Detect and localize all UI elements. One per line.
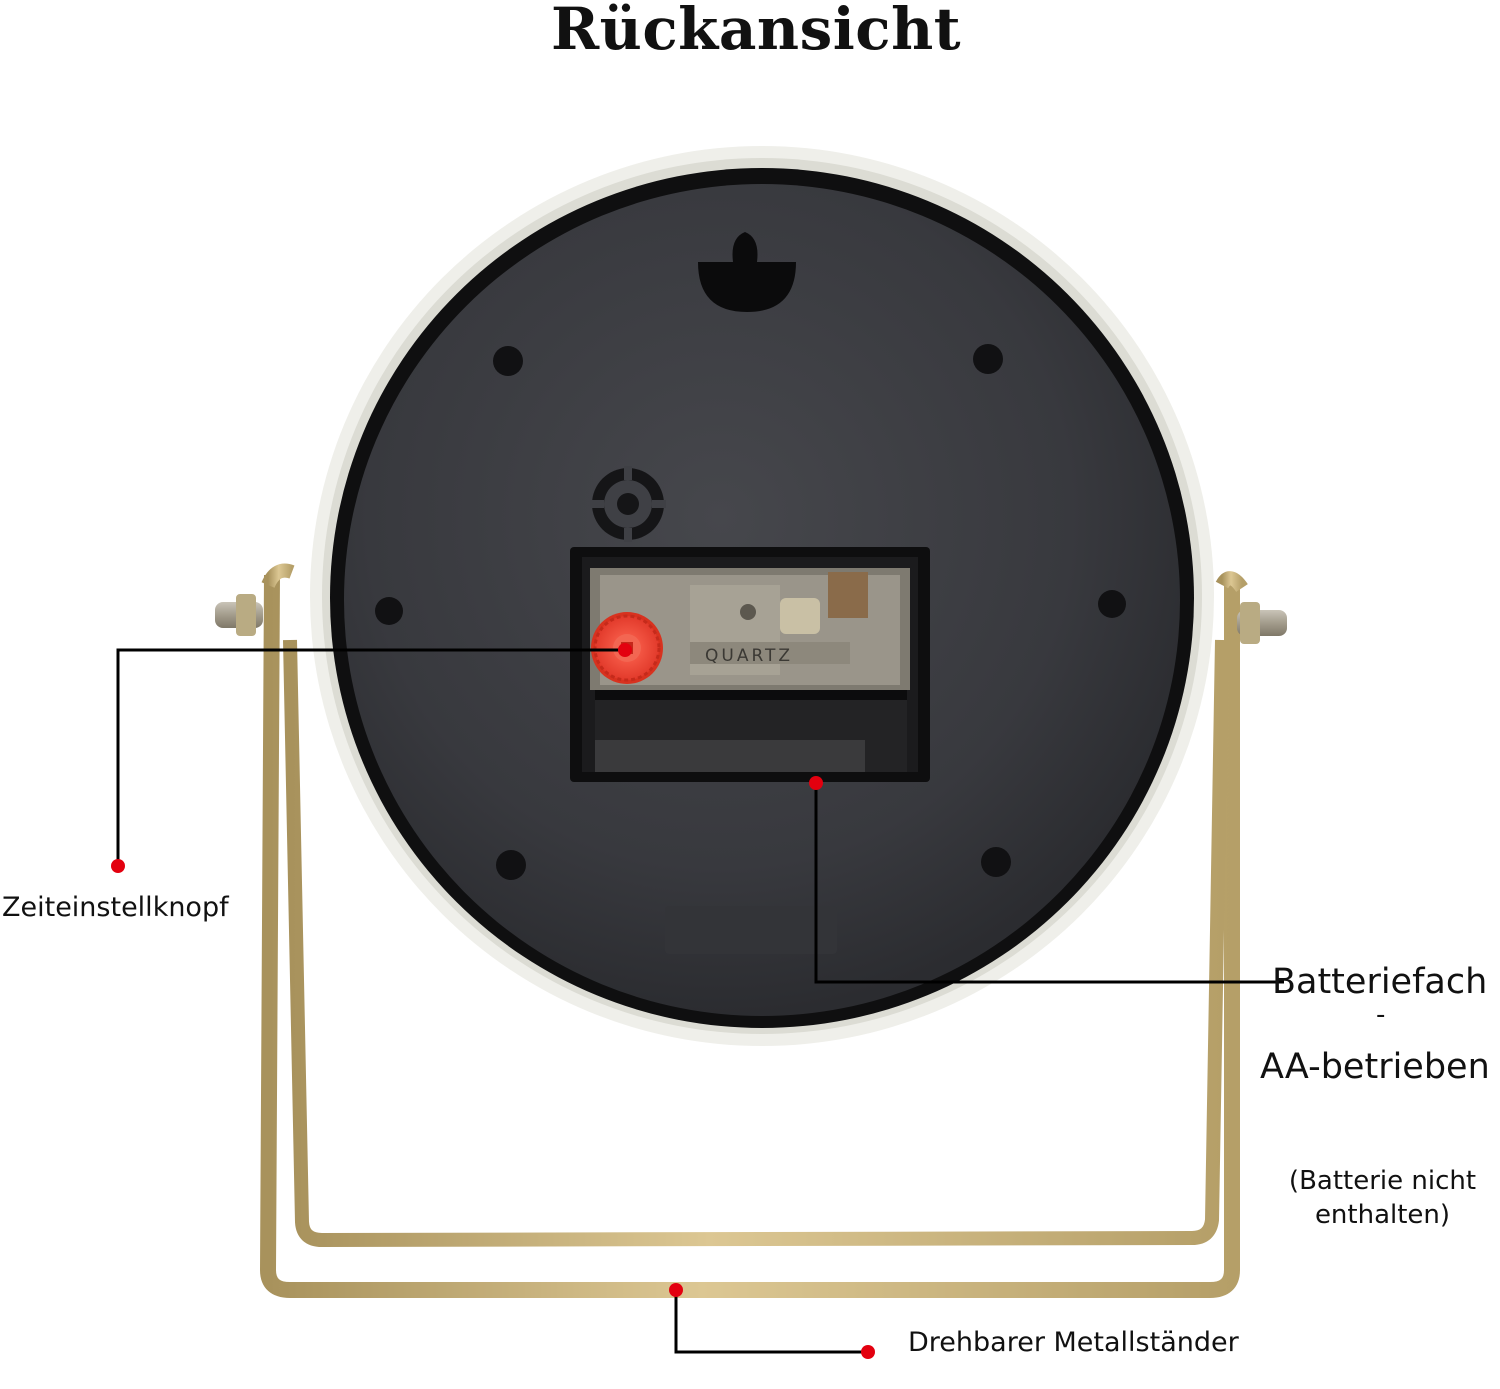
marker-time-knob xyxy=(618,643,632,657)
movement-brand-text: QUARTZ xyxy=(705,646,793,666)
marker-battery xyxy=(809,776,823,790)
marker-stand-end xyxy=(861,1345,875,1359)
metal-stand xyxy=(215,563,1287,1298)
label-plate xyxy=(665,906,837,954)
leader-line-battery xyxy=(814,783,1284,984)
hanging-keyhole xyxy=(698,232,796,312)
callout-battery-note: (Batterie nicht enthalten) xyxy=(1288,1166,1477,1230)
callout-aa-powered: AA-betrieben xyxy=(1260,1047,1490,1087)
callout-battery-dash: - xyxy=(1376,1000,1386,1030)
callout-time-knob: Zeiteinstellknopf xyxy=(2,892,229,923)
leader-lines xyxy=(116,648,1284,1354)
callout-battery: Batteriefach xyxy=(1272,962,1488,1002)
marker-time-knob-end xyxy=(111,859,125,873)
leader-line-time-knob xyxy=(116,648,625,866)
marker-stand xyxy=(669,1283,683,1297)
callout-stand: Drehbarer Metallständer xyxy=(908,1327,1239,1358)
callout-markers xyxy=(111,643,875,1359)
leader-line-stand xyxy=(674,1290,868,1354)
page-title: Rückansicht xyxy=(550,0,962,63)
vent-symbol xyxy=(590,466,666,542)
screw-holes xyxy=(375,344,1126,880)
